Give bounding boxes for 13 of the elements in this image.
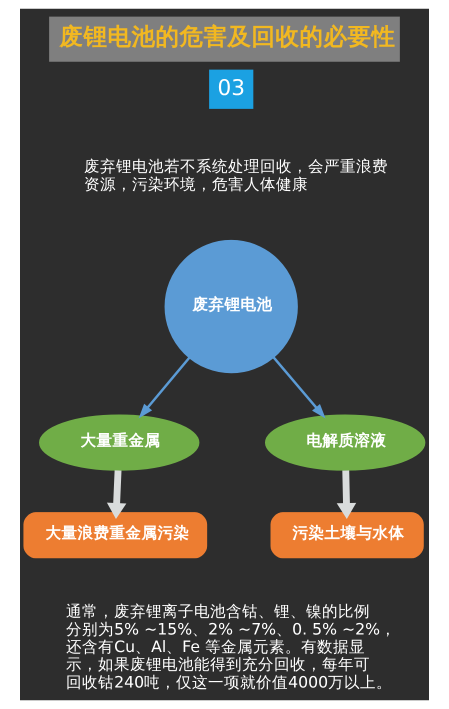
arrow [272, 356, 326, 419]
label: 废弃锂电池若不系统处理回收，会严重浪费资源，污染环境，危害人体健康 [84, 156, 388, 194]
node-ellipse: 大量重金属 [39, 414, 200, 471]
label: 03 [217, 76, 245, 101]
arrow [336, 470, 356, 519]
arrow [106, 470, 126, 519]
node-circle: 废弃锂电池 [164, 240, 298, 374]
node-ellipse: 电解质溶液 [264, 414, 426, 471]
node-box: 污染土壤与水体 [270, 512, 424, 558]
diagram-title: 废锂电池的危害及回收的必要性 [59, 22, 396, 50]
node-box: 大量浪费重金属污染 [23, 512, 208, 558]
arrow [138, 357, 190, 418]
label: 通常，废弃锂离子电池含钴、锂、镍的比例分别为5% ~15%、2% ~7%、0. 5% ~2%，还含有Cu、Al、Fe 等金属元素。有数据显示，如果废锂电池能得到充分回收，每年可回收钴240吨，仅这一项就价值4000万以上。 [66, 602, 396, 692]
